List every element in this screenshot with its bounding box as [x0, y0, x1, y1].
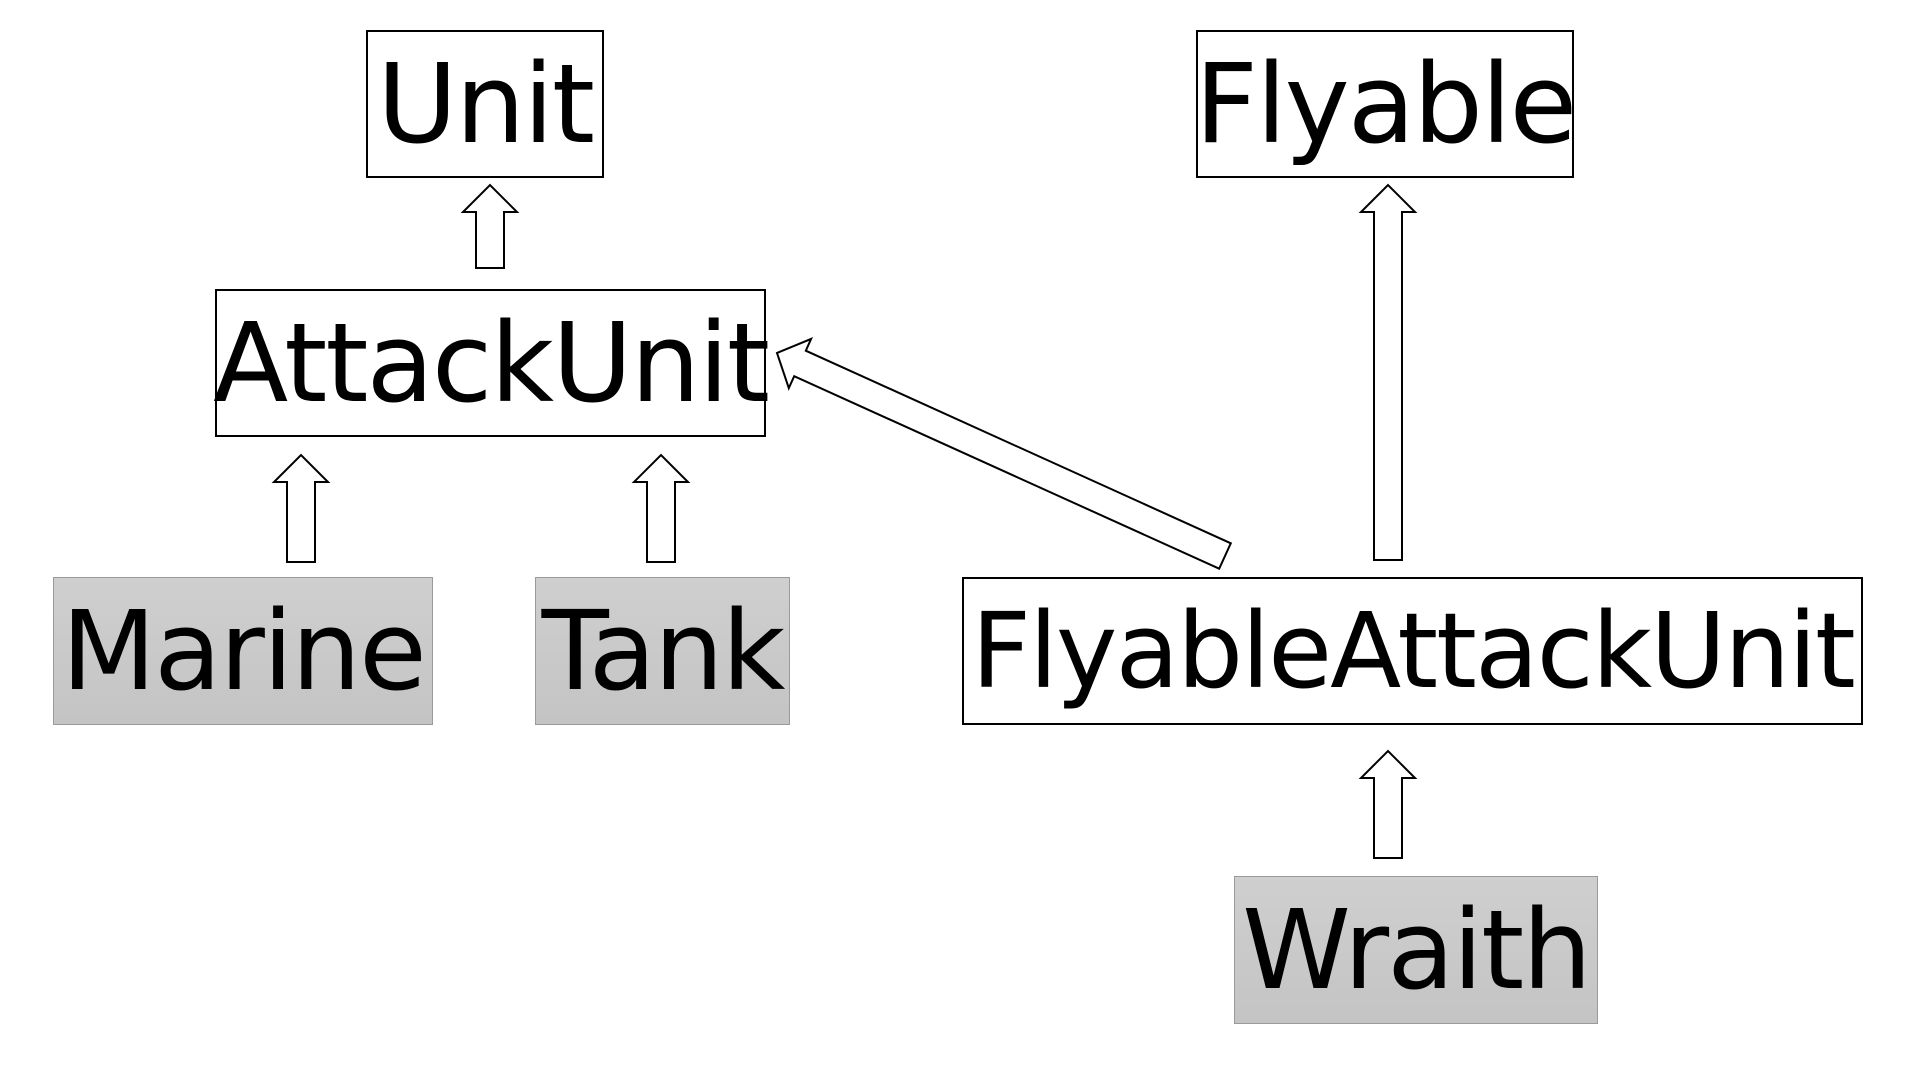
class-box-flyable: Flyable [1194, 30, 1577, 178]
arrow-tank-to-attackunit [631, 453, 691, 563]
class-label-wraith: Wraith [1242, 886, 1592, 1014]
class-box-unit: Unit [366, 30, 604, 178]
class-label-unit: Unit [377, 40, 595, 168]
arrow-flyableattackunit-to-attackunit [775, 337, 1233, 571]
class-box-attackunit: AttackUnit [212, 289, 770, 437]
arrow-attackunit-to-unit [460, 183, 520, 269]
class-label-flyableattackunit: FlyableAttackUnit [971, 590, 1856, 712]
class-label-flyable: Flyable [1194, 40, 1577, 168]
arrow-flyableattackunit-to-flyable [1358, 183, 1418, 561]
class-label-marine: Marine [61, 587, 426, 715]
class-box-tank: Tank [535, 577, 790, 725]
class-box-wraith: Wraith [1234, 876, 1598, 1024]
arrow-marine-to-attackunit [271, 453, 331, 563]
arrow-wraith-to-flyableattackunit [1358, 749, 1418, 859]
class-box-flyableattackunit: FlyableAttackUnit [962, 577, 1863, 725]
class-box-marine: Marine [53, 577, 433, 725]
class-label-attackunit: AttackUnit [212, 299, 770, 427]
class-label-tank: Tank [541, 587, 786, 715]
